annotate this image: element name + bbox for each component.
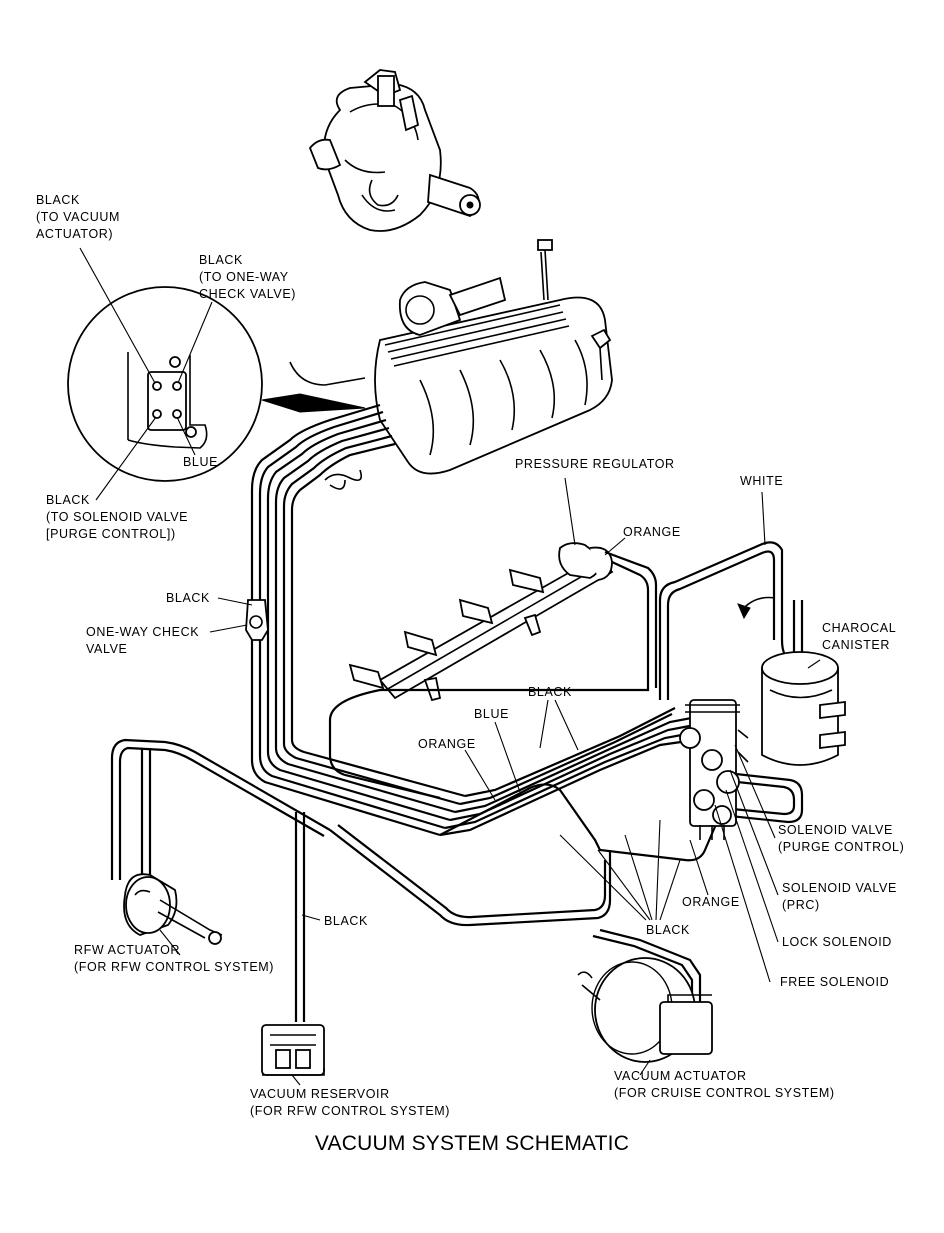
connector-inset-circle xyxy=(67,247,366,501)
label-orange-mid: ORANGE xyxy=(418,737,476,751)
solenoid-block-drawing xyxy=(679,699,779,983)
vacuum-reservoir-drawing xyxy=(261,1024,325,1076)
inset-label-blue: BLUE xyxy=(183,455,219,469)
label-white-hose: WHITE xyxy=(740,474,784,488)
label-orange-top: ORANGE xyxy=(623,525,681,539)
label-solenoid-valve-prc: SOLENOID VALVE (PRC) xyxy=(782,880,897,914)
label-line: (FOR RFW CONTROL SYSTEM) xyxy=(74,960,275,974)
label-line: VALVE xyxy=(86,642,128,656)
label-black-reservoir-hose: BLACK xyxy=(324,914,368,928)
inset-label-line: BLACK xyxy=(199,253,243,267)
label-line: SOLENOID VALVE xyxy=(778,823,893,837)
inset-label-line: CHECK VALVE) xyxy=(199,287,297,301)
label-free-solenoid: FREE SOLENOID xyxy=(780,975,890,989)
label-line: VACUUM RESERVOIR xyxy=(250,1087,390,1101)
label-line: CANISTER xyxy=(822,638,891,652)
label-line: RFW ACTUATOR xyxy=(74,943,181,957)
label-line: (FOR RFW CONTROL SYSTEM) xyxy=(250,1104,451,1118)
label-orange-low: ORANGE xyxy=(682,895,740,909)
label-line: SOLENOID VALVE xyxy=(782,881,897,895)
label-vacuum-actuator: VACUUM ACTUATOR (FOR CRUISE CONTROL SYST… xyxy=(614,1068,835,1102)
inset-label-line: (TO SOLENOID VALVE xyxy=(46,510,189,524)
cruise-vacuum-actuator-drawing xyxy=(577,957,713,1063)
label-solenoid-valve-purge: SOLENOID VALVE (PURGE CONTROL) xyxy=(778,822,904,856)
label-vacuum-reservoir: VACUUM RESERVOIR (FOR RFW CONTROL SYSTEM… xyxy=(250,1086,450,1120)
label-leader-lines xyxy=(159,491,821,1086)
label-rfw-actuator: RFW ACTUATOR (FOR RFW CONTROL SYSTEM) xyxy=(74,942,274,976)
vacuum-hoses xyxy=(110,403,804,1022)
label-charcoal-canister: CHAROCAL CANISTER xyxy=(822,620,896,654)
label-line: VACUUM ACTUATOR xyxy=(614,1069,747,1083)
label-black-low: BLACK xyxy=(646,923,690,937)
inset-label-black-to-vacuum-actuator: BLACK (TO VACUUM ACTUATOR) xyxy=(36,192,120,243)
label-pressure-regulator: PRESSURE REGULATOR xyxy=(515,457,675,471)
intake-manifold-drawing xyxy=(289,239,613,490)
label-line: (FOR CRUISE CONTROL SYSTEM) xyxy=(614,1086,835,1100)
inset-label-line: BLACK xyxy=(46,493,90,507)
inset-label-line: (TO ONE-WAY xyxy=(199,270,289,284)
inset-label-line: (TO VACUUM xyxy=(36,210,121,224)
inset-label-black-to-solenoid: BLACK (TO SOLENOID VALVE [PURGE CONTROL]… xyxy=(46,492,188,543)
label-lock-solenoid: LOCK SOLENOID xyxy=(782,935,892,949)
rfw-actuator-drawing xyxy=(123,873,223,945)
diagram-title: VACUUM SYSTEM SCHEMATIC xyxy=(314,1132,630,1155)
inset-label-line: BLACK xyxy=(36,193,80,207)
label-one-way-check-valve: ONE-WAY CHECK VALVE xyxy=(86,624,199,658)
inset-label-line: [PURGE CONTROL]) xyxy=(46,527,176,541)
label-line: ONE-WAY CHECK xyxy=(86,625,200,639)
label-black-hose: BLACK xyxy=(166,591,210,605)
label-blue-mid: BLUE xyxy=(474,707,510,721)
label-line: CHAROCAL xyxy=(822,621,897,635)
distributor-drawing xyxy=(308,69,481,232)
label-line: (PURGE CONTROL) xyxy=(778,840,905,854)
label-black-mid: BLACK xyxy=(528,685,572,699)
charcoal-canister-drawing xyxy=(737,596,846,766)
inset-label-line: ACTUATOR) xyxy=(36,227,114,241)
label-line: (PRC) xyxy=(782,898,820,912)
inset-label-black-to-check-valve: BLACK (TO ONE-WAY CHECK VALVE) xyxy=(199,252,296,303)
fuel-rail-drawing xyxy=(348,477,614,702)
